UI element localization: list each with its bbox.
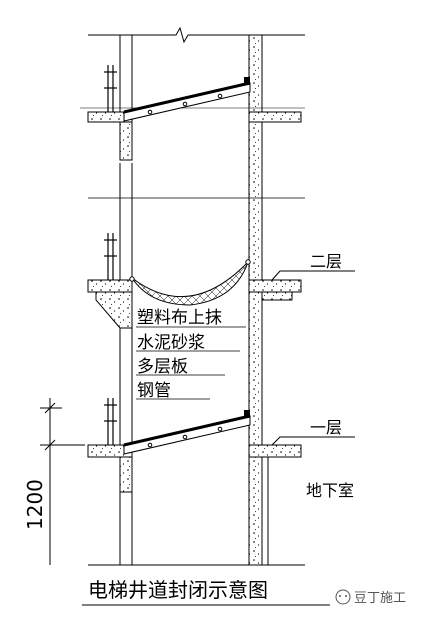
closure-platform-upper (123, 77, 251, 122)
floor-1-label: 一层 (310, 418, 342, 437)
level-marker-1 (271, 436, 355, 446)
guard-rail-middle (104, 233, 117, 280)
layer-label-4: 钢管 (137, 381, 171, 401)
diagram-title: 电梯井道封闭示意图 (88, 578, 268, 602)
watermark-icon (335, 589, 351, 605)
floor-slab-1 (87, 444, 302, 565)
floor-2-label: 二层 (310, 252, 342, 271)
floor-slab-upper (80, 107, 305, 161)
closure-platform-lower (123, 410, 251, 455)
safety-net (129, 259, 251, 306)
level-marker-2 (271, 270, 355, 281)
watermark-text: 豆丁施工 (354, 591, 406, 606)
layer-leader-lines (136, 326, 246, 400)
guard-rail-upper (104, 65, 117, 112)
floor-slab-2 (87, 279, 302, 329)
dimension-label: 1200 (23, 479, 47, 530)
left-shaft-wall (119, 35, 133, 565)
layer-label-2: 水泥砂浆 (137, 333, 205, 353)
top-break-line (88, 26, 305, 44)
basement-label: 地下室 (306, 481, 354, 500)
watermark: 豆丁施工 (335, 589, 406, 606)
layer-label-3: 多层板 (137, 357, 188, 377)
dimension-line (40, 398, 85, 565)
guard-rail-lower (104, 398, 117, 445)
layer-label-1: 塑料布上抹 (137, 308, 222, 328)
